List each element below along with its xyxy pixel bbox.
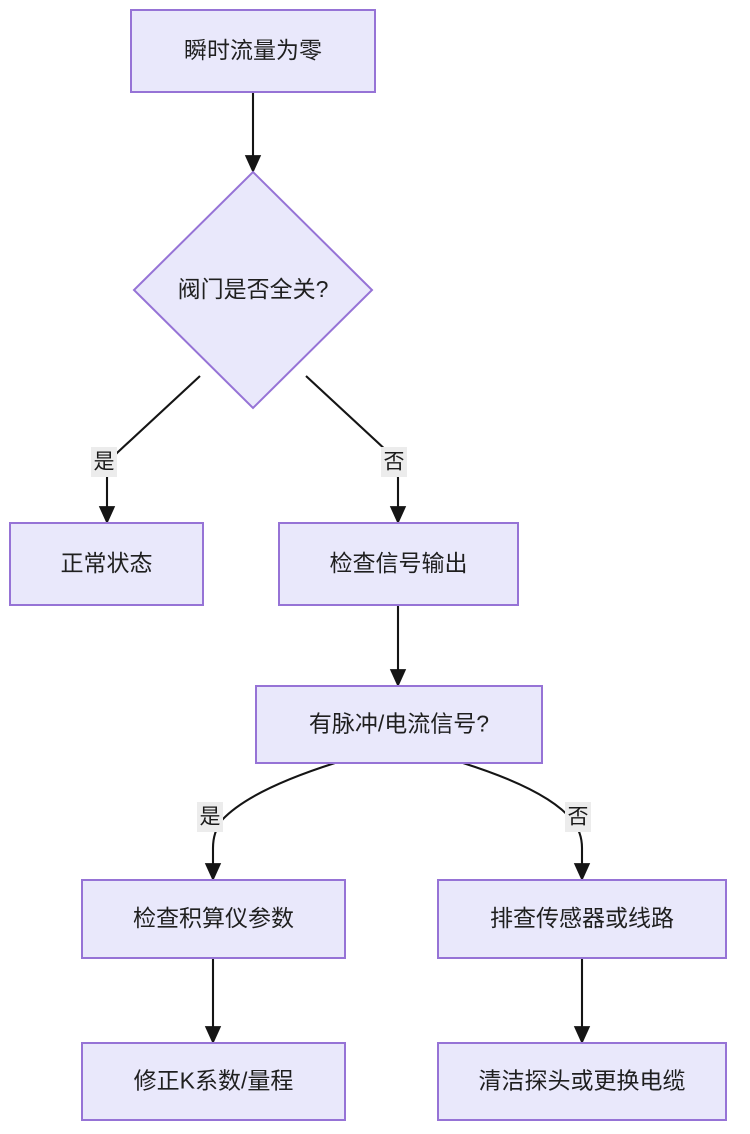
- node-shape-rect: [81, 1042, 346, 1121]
- edge-e-haspulse-sensor: [462, 761, 591, 882]
- edge-label-e-valve-normal: 是: [91, 447, 117, 477]
- node-shape-rect: [255, 685, 543, 764]
- node-label: 清洁探头或更换电缆: [479, 1068, 686, 1094]
- edge-labels-layer: 是否是否: [91, 447, 591, 832]
- node-has_pulse_current[interactable]: 有脉冲/电流信号?: [255, 685, 543, 764]
- node-label: 排查传感器或线路: [490, 905, 674, 931]
- edge-e-haspulse-totalizer: [204, 761, 336, 882]
- node-label: 正常状态: [61, 550, 153, 576]
- node-shape-diamond: [132, 170, 374, 410]
- edge-label-text: 是: [94, 451, 115, 474]
- node-shape-rect: [437, 1042, 727, 1121]
- edge-label-background: [91, 447, 117, 477]
- node-label: 有脉冲/电流信号?: [309, 711, 489, 737]
- edge-label-text: 否: [384, 451, 405, 474]
- edge-e-valve-normal: [98, 375, 201, 525]
- node-shape-rect: [130, 9, 376, 93]
- node-fix_k_factor_range[interactable]: 修正K系数/量程: [81, 1042, 346, 1121]
- node-check_totalizer_params[interactable]: 检查积算仪参数: [81, 879, 346, 959]
- node-shape-rect: [9, 522, 204, 606]
- edge-label-e-valve-check-signal: 否: [381, 447, 407, 477]
- node-valve_closed[interactable]: 阀门是否全关?: [132, 170, 374, 410]
- edge-label-background: [565, 802, 591, 832]
- node-clean_probe_replace_cable[interactable]: 清洁探头或更换电缆: [437, 1042, 727, 1121]
- node-label: 检查积算仪参数: [133, 905, 294, 931]
- node-label: 修正K系数/量程: [134, 1068, 294, 1094]
- edge-label-background: [197, 802, 223, 832]
- node-inspect_sensor_wiring[interactable]: 排查传感器或线路: [437, 879, 727, 959]
- edge-label-text: 否: [568, 806, 589, 829]
- edge-label-e-haspulse-totalizer: 是: [197, 802, 223, 832]
- node-label: 检查信号输出: [330, 550, 468, 576]
- edge-label-background: [381, 447, 407, 477]
- node-label: 瞬时流量为零: [184, 37, 322, 63]
- node-start[interactable]: 瞬时流量为零: [130, 9, 376, 93]
- node-shape-rect: [278, 522, 519, 606]
- node-shape-rect: [437, 879, 727, 959]
- edge-e-valve-check-signal: [305, 375, 407, 525]
- node-check_signal_output[interactable]: 检查信号输出: [278, 522, 519, 606]
- edge-label-text: 是: [200, 806, 221, 829]
- edge-label-e-haspulse-sensor: 否: [565, 802, 591, 832]
- node-shape-rect: [81, 879, 346, 959]
- node-label: 阀门是否全关?: [178, 276, 329, 302]
- node-normal_state[interactable]: 正常状态: [9, 522, 204, 606]
